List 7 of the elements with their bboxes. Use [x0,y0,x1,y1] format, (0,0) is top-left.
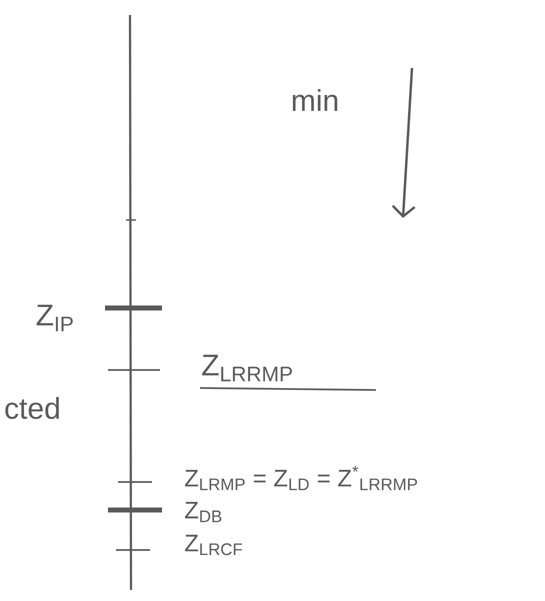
label: cted [5,396,59,420]
label: Z$_{IP}$ [36,304,73,332]
label: min [292,89,338,111]
label: Z$_{LRMP}$ = Z$_{LD}$ = Z$^{*}$LRRMP [184,466,417,490]
label: Z$_{LRCF}$ [184,534,242,556]
label: Z$_{LRRMP}$ [202,354,292,382]
label: Z$_{DB}$ [184,502,222,522]
